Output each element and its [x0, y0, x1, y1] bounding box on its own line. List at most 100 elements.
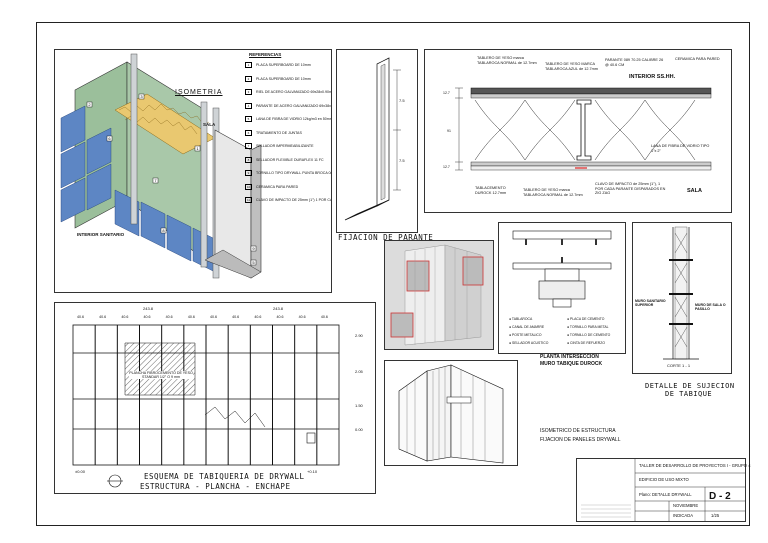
section-label-4: CERAMICA PARA PARED	[675, 57, 720, 61]
section-label-7: TABLERO DE YESO marca TABLAROCA NORMAL d…	[523, 188, 583, 197]
sheet-border	[36, 22, 750, 526]
interseccion-note: ● POSTE METALICO	[509, 333, 542, 337]
spacing-dim: 40.6	[77, 315, 84, 319]
legend-number: 10	[245, 183, 252, 190]
tb-plan: Plano: DETALLE DRYWALL	[639, 492, 692, 497]
interseccion-note: ● CINTA DE REFUERZO	[567, 341, 605, 345]
legend-number: 8	[245, 156, 252, 163]
tb-building: EDIFICIO DE USO MIXTO	[639, 477, 689, 482]
legend-number: 5	[245, 116, 252, 122]
esquema-top-dim-1: 243.8	[143, 306, 154, 311]
legend-text: PARANTE DE ACERO GALVANIZADO 69x38x0.90m…	[256, 103, 331, 108]
legend-text: TRATAMIENTO DE JUNTAS	[256, 130, 302, 135]
section-title: INTERIOR SS.HH.	[629, 74, 676, 80]
tb-date: NOVIEMBRE	[673, 503, 699, 508]
legend-item: 9 TORNILLO TIPO DRYWALL PUNTA BROCA 08 bx	[245, 170, 332, 176]
svg-text:9: 9	[252, 246, 255, 251]
spacing-dim: 40.6	[232, 315, 240, 319]
spacing-dim: 40.6	[320, 315, 328, 319]
section-label-6: TABLACEMENTO DUROCK 12.7mm	[475, 186, 507, 195]
section-drawing	[455, 87, 712, 171]
esquema-level-4: 0.00	[355, 427, 363, 432]
sujecion-right-label: MURO DE SALA O PASILLO	[695, 303, 726, 311]
esquema-top-dim-2: 243.8	[273, 306, 284, 311]
esquema-level-1: 2.90	[355, 333, 363, 338]
legend-item: 10 CERAMICA PARA PARED	[245, 183, 299, 190]
fijacion-dim-1: 7.5	[399, 98, 405, 103]
isometric-panel: 2 3 6 7 1 8 9 5 ISOMETRIA SALA INTERIOR …	[54, 49, 332, 293]
fijacion-panel: 7.5 7.5	[336, 49, 418, 233]
sujecion-caption-2: DE TABIQUE	[665, 390, 713, 398]
section-label-3: PARANTE 089 70.25 CALIBRE 26 @ 40.6 CM	[605, 58, 664, 67]
section-label-5: LANA DE FIBRA DE VIDRIO TIPO 1"x 2"	[651, 144, 710, 153]
tb-course: TALLER DE DESARROLLO DE PROYECTOS I - GR…	[639, 463, 751, 468]
esquema-level-5: +0.10	[307, 469, 318, 474]
sujecion-cut: CORTE 1 - 1	[667, 363, 691, 368]
legend-text: RIEL DE ACERO GALVANIZADO 69x28x0.90mm	[256, 90, 332, 94]
spacing-dim: 40.6	[121, 315, 129, 319]
spacing-dim: 40.6	[254, 315, 262, 319]
legend-number: 6	[245, 129, 252, 136]
render-drawing	[385, 241, 493, 349]
fijacion-drawing	[344, 57, 401, 221]
section-panel: INTERIOR SS.HH. SALA TABLERO DE YESO mar…	[424, 49, 732, 213]
legend-item: 11 CLAVO DE IMPACTO DE 25mm (1") 1 POR CA…	[245, 197, 332, 203]
iso-estructura-drawing	[398, 364, 504, 464]
legend-number: 7	[245, 143, 252, 149]
legend-number: 9	[245, 170, 252, 176]
interseccion-note: ● TORNILLO PARA METAL	[567, 325, 609, 329]
render-panel	[384, 240, 494, 350]
legend-text: CERAMICA PARA PARED	[256, 184, 299, 189]
section-label-2: TABLERO DE YESO MARCA TABLAROCA AZUL de …	[545, 62, 598, 71]
esquema-level-3: 1.50	[355, 403, 363, 408]
spacing-dim: 40.6	[276, 315, 284, 319]
iso-estructura-line-1: ISOMETRICO DE ESTRUCTURA	[540, 428, 616, 434]
sujecion-panel: MURO SANITARIO SUPERIOR MURO DE SALA O P…	[632, 222, 732, 374]
legend-text: CLAVO DE IMPACTO DE 25mm (1") 1 POR CADA…	[256, 198, 332, 202]
svg-text:3: 3	[140, 94, 143, 99]
interseccion-panel: ● TABLAROCA● CANAL DE AMARRE● POSTE META…	[498, 222, 626, 354]
legend-number: 1	[245, 62, 252, 68]
svg-text:5: 5	[252, 260, 255, 265]
section-dim-1: 12.7	[443, 91, 450, 95]
tb-scale-label: INDICADA	[673, 513, 694, 518]
section-sala: SALA	[687, 188, 702, 194]
legend-item: 7 SELLADOR IMPERMEABILIZANTE	[245, 143, 314, 149]
svg-text:8: 8	[162, 228, 165, 233]
legend-item: 8 SELLADOR FLEXIBLE DURAFLEX 11 FC	[245, 156, 324, 163]
legend-number: 11	[245, 197, 252, 203]
spacing-dim: 40.6	[99, 315, 107, 319]
esquema-level-2: 2.05	[355, 369, 363, 374]
esquema-hatch-label: PLANCHA FIBROCEMENTO DE YESO STANDAR 1/2…	[129, 371, 193, 380]
spacing-dim: 40.6	[298, 315, 306, 319]
title-block: TALLER DE DESARROLLO DE PROYECTOS I - GR…	[576, 458, 751, 522]
interseccion-caption-1: PLANTA INTERSECCION	[540, 354, 599, 360]
sujecion-drawing	[663, 226, 699, 360]
interseccion-caption-2: MURO TABIQUE DUROCK	[540, 361, 603, 367]
esquema-spacing-row: 40.6 40.6 40.6 40.6 40.6 40.6 40.6 40.6 40.6 40.6…	[73, 315, 339, 321]
interseccion-note: ● PLACA DE CEMENTO	[567, 317, 605, 321]
isometric-drawing: 2 3 6 7 1 8 9 5	[60, 53, 262, 279]
spacing-dim: 40.6	[187, 315, 195, 319]
tb-scale: 1/25	[711, 513, 720, 518]
spacing-dim: 40.6	[143, 315, 151, 319]
interseccion-drawing	[512, 230, 612, 308]
section-dim-3: 12.7	[443, 165, 450, 169]
section-dim-2: 91	[447, 129, 451, 133]
interseccion-notes: ● TABLAROCA● CANAL DE AMARRE● POSTE META…	[507, 317, 623, 351]
esquema-caption-1: ESQUEMA DE TABIQUERIA DE DRYWALL	[144, 472, 305, 481]
svg-text:7: 7	[154, 178, 157, 183]
room-interior-label: INTERIOR SANITARIO	[77, 232, 125, 237]
svg-text:1: 1	[196, 146, 199, 151]
legend-text: SELLADOR FLEXIBLE DURAFLEX 11 FC	[256, 157, 324, 162]
legend-text: TORNILLO TIPO DRYWALL PUNTA BROCA 08 bx	[256, 171, 332, 175]
spacing-dim: 40.6	[165, 315, 173, 319]
legend-text: SELLADOR IMPERMEABILIZANTE	[256, 144, 314, 148]
legend-title: REFERENCIAS	[249, 52, 282, 57]
